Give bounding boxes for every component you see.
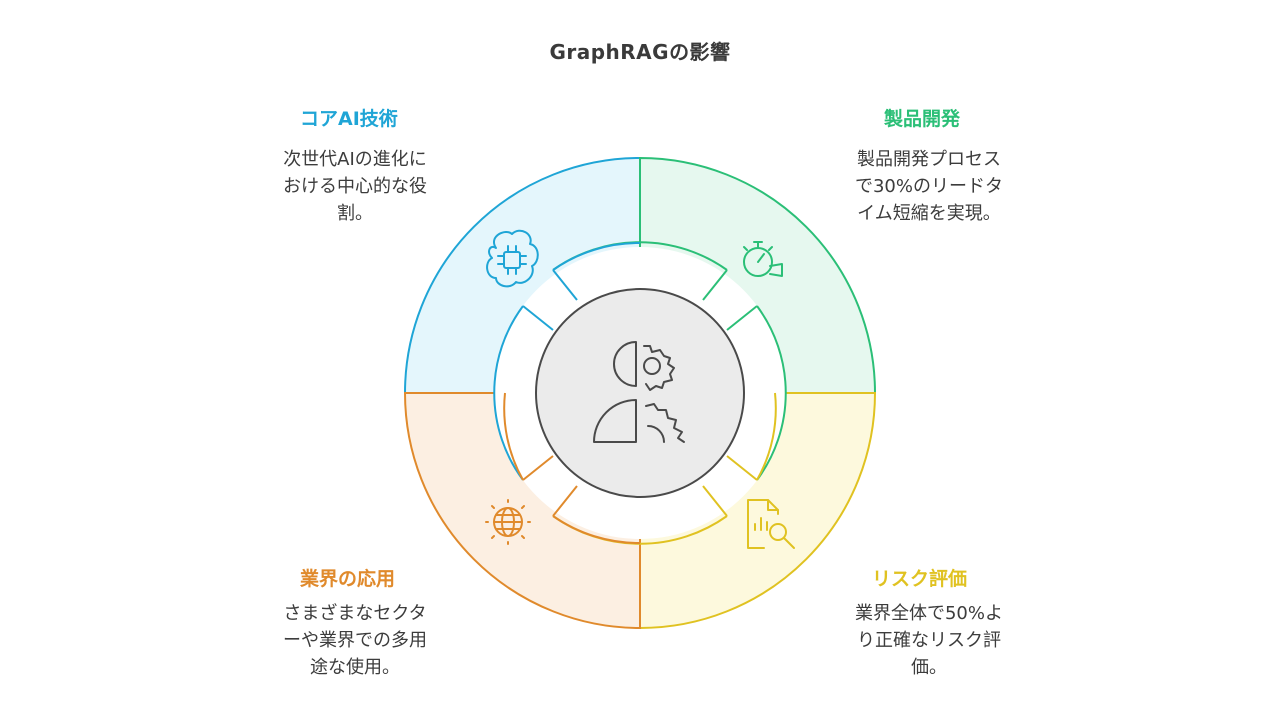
- desc-line: おける中心的な役: [283, 176, 427, 197]
- desc-line: 業界全体で50%よ: [854, 603, 1003, 624]
- section-title-core-ai: コアAI技術: [300, 108, 398, 130]
- ring-arc-right: [756, 305, 787, 481]
- section-title-risk: リスク評価: [872, 568, 968, 590]
- section-desc-risk: 業界全体で50%よ り正確なリスク評 価。: [834, 600, 1024, 681]
- stopwatch-icon: [743, 241, 783, 277]
- desc-line: 価。: [911, 657, 947, 678]
- desc-line: 途な使用。: [310, 657, 400, 678]
- desc-line: り正確なリスク評: [857, 630, 1001, 651]
- center-circle: [535, 288, 745, 498]
- section-title-industry: 業界の応用: [300, 568, 396, 590]
- connector-tick: [552, 485, 578, 517]
- section-desc-industry: さまざまなセクタ ーや業界での多用 途な使用。: [260, 600, 450, 681]
- desc-line: さまざまなセクタ: [283, 603, 427, 624]
- document-magnifier-icon: [747, 499, 795, 549]
- desc-line: 割。: [337, 203, 373, 224]
- ring-arc-top-left: [552, 241, 641, 271]
- desc-line: イム短縮を実現。: [857, 203, 1001, 224]
- person-gear-icon: [593, 341, 685, 443]
- connector-tick: [726, 455, 758, 481]
- ring-arc-left: [493, 305, 524, 481]
- brain-chip-icon: [486, 229, 539, 288]
- connector-tick: [702, 485, 728, 517]
- section-title-product-dev: 製品開発: [884, 108, 961, 130]
- section-desc-product-dev: 製品開発プロセス で30%のリードタ イム短縮を実現。: [834, 146, 1024, 227]
- globe-icon: [485, 499, 531, 545]
- connector-tick: [522, 305, 554, 331]
- connector-tick: [552, 269, 578, 301]
- ring-arc-left-bottom: [503, 392, 524, 481]
- connector-tick: [726, 305, 758, 331]
- section-desc-core-ai: 次世代AIの進化に おける中心的な役 割。: [260, 146, 450, 227]
- ring-arc-right-bottom: [756, 392, 777, 481]
- desc-line: ーや業界での多用: [283, 630, 427, 651]
- ring-arc-bottom-left: [552, 515, 641, 545]
- diagram-title: GraphRAGの影響: [549, 40, 731, 64]
- desc-line: 製品開発プロセス: [857, 149, 1001, 170]
- desc-line: 次世代AIの進化に: [283, 149, 427, 170]
- connector-tick: [702, 269, 728, 301]
- desc-line: で30%のリードタ: [854, 176, 1003, 197]
- connector-tick: [522, 455, 554, 481]
